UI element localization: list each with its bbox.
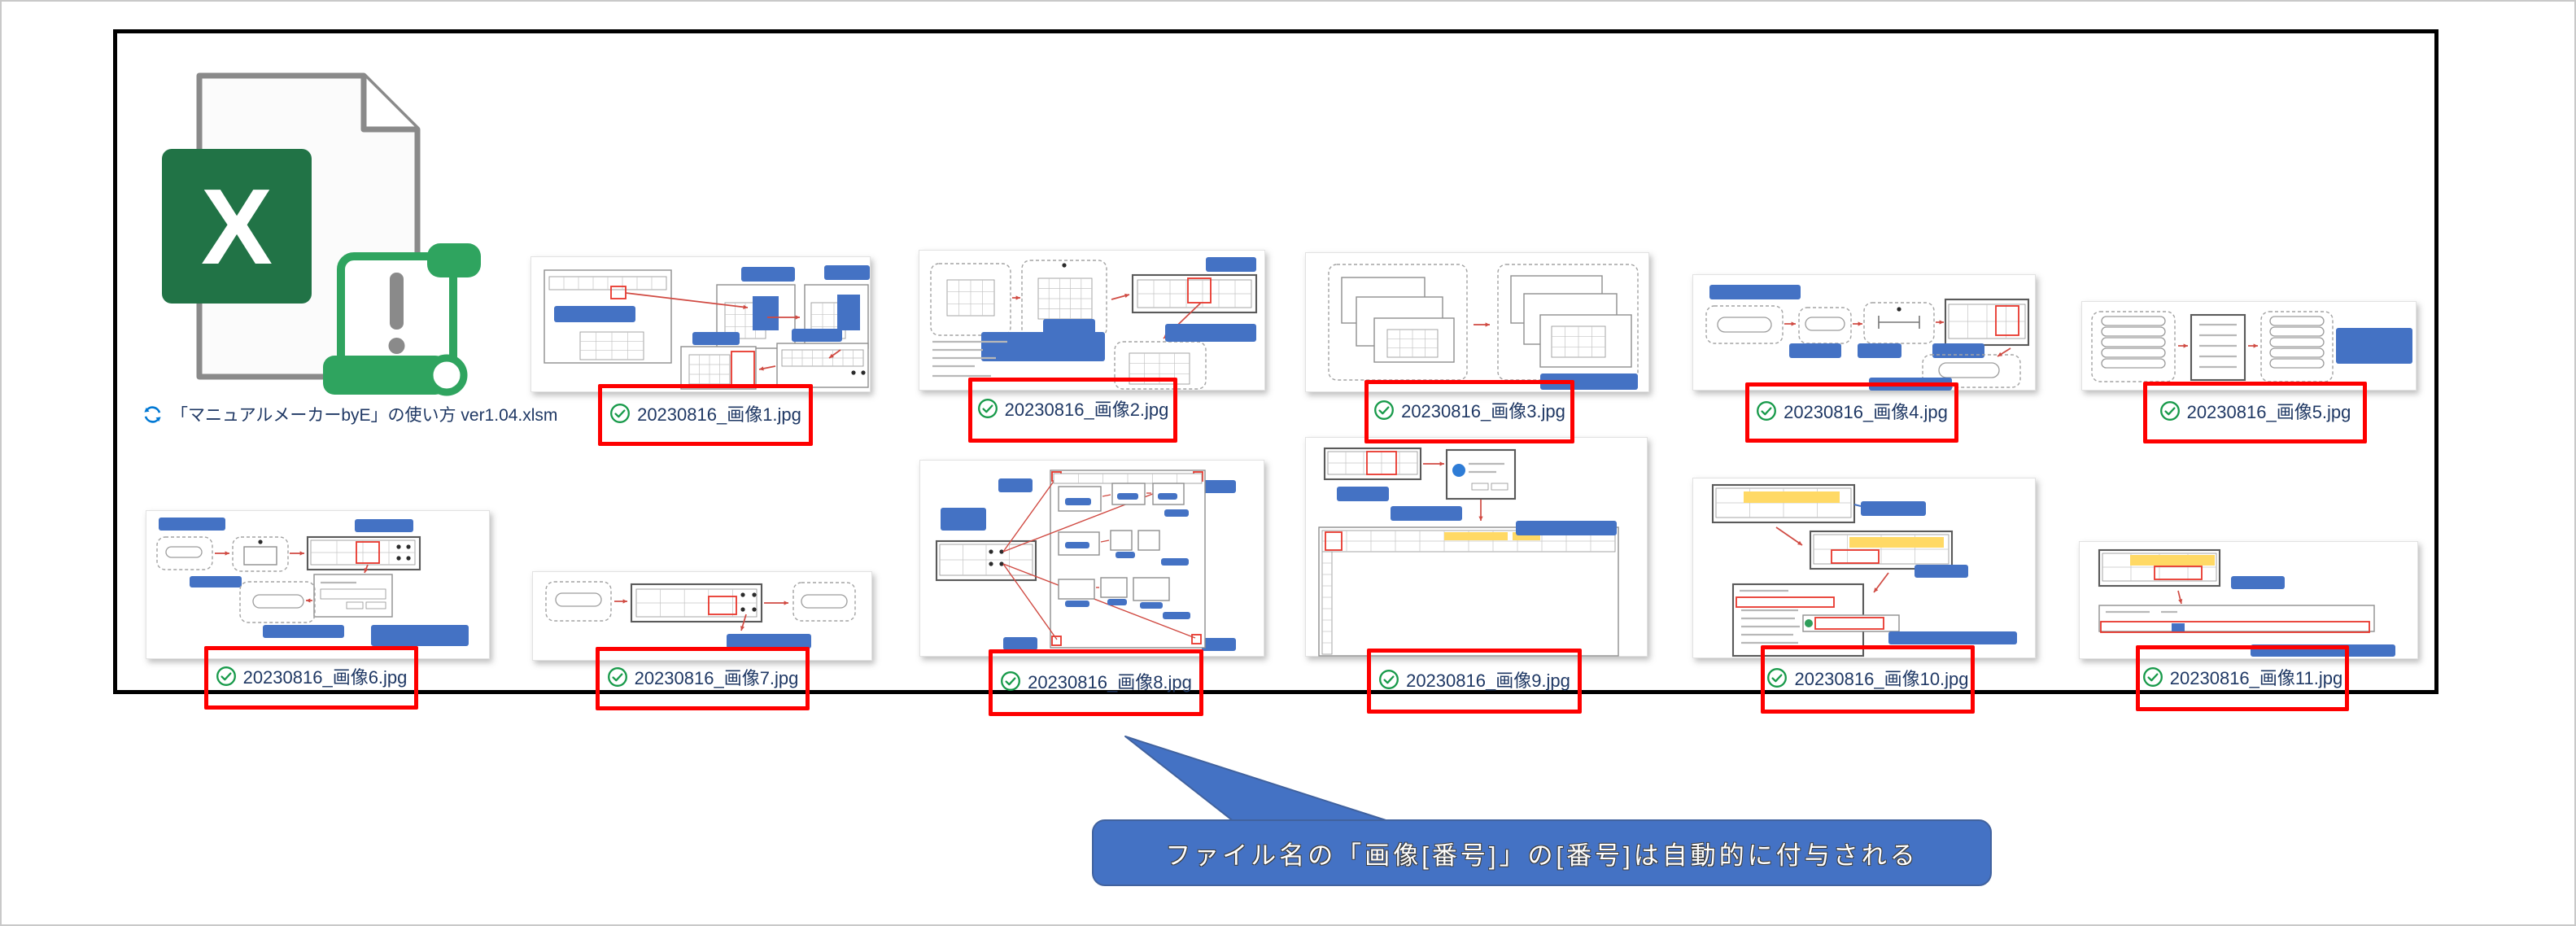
file-label[interactable]: 20230816_画像4.jpg: [1745, 398, 1958, 424]
selection-frame: [113, 29, 2438, 694]
file-thumbnail[interactable]: [1305, 252, 1649, 392]
file-label[interactable]: 20230816_画像3.jpg: [1364, 397, 1574, 423]
highlight-box: [989, 649, 1203, 716]
file-label[interactable]: 20230816_画像5.jpg: [2143, 398, 2367, 424]
file-label[interactable]: 20230816_画像7.jpg: [596, 664, 810, 690]
file-name: 20230816_画像6.jpg: [242, 667, 408, 688]
synced-check-icon: [977, 399, 998, 418]
file-name: 20230816_画像5.jpg: [2186, 402, 2351, 422]
macro-scroll-icon: [323, 243, 481, 396]
highlight-box: [1761, 645, 1975, 714]
file-thumbnail[interactable]: [1305, 437, 1648, 657]
file-name: 20230816_画像10.jpg: [1794, 669, 1969, 689]
file-label[interactable]: 20230816_画像1.jpg: [598, 400, 813, 426]
file-label[interactable]: 20230816_画像2.jpg: [968, 395, 1177, 422]
synced-check-icon: [1001, 671, 1021, 691]
synced-check-icon: [1757, 401, 1777, 421]
file-name: 20230816_画像8.jpg: [1028, 672, 1192, 692]
synced-check-icon: [1767, 668, 1788, 688]
callout-tail: [1124, 736, 1402, 826]
highlight-box: [2143, 382, 2367, 443]
sync-pending-icon: [144, 405, 161, 423]
highlight-box: [1367, 649, 1582, 714]
file-thumbnail[interactable]: [2079, 541, 2418, 659]
synced-check-icon: [2142, 666, 2163, 687]
synced-check-icon: [2159, 401, 2180, 421]
file-label[interactable]: 20230816_画像6.jpg: [204, 663, 418, 689]
highlight-box: [204, 646, 418, 710]
synced-check-icon: [1374, 400, 1395, 420]
file-name: 20230816_画像11.jpg: [2169, 667, 2343, 688]
highlight-box: [596, 647, 810, 710]
file-label[interactable]: 20230816_画像9.jpg: [1367, 666, 1582, 692]
synced-check-icon: [216, 666, 236, 686]
auto-number-callout: ファイル名の「画像[番号]」の[番号]は自動的に付与される: [1092, 819, 1992, 886]
file-label[interactable]: 20230816_画像11.jpg: [2136, 664, 2349, 690]
file-thumbnail[interactable]: [919, 250, 1265, 391]
highlight-box: [1745, 382, 1958, 443]
file-thumbnail[interactable]: [532, 571, 872, 661]
highlight-box: [2136, 645, 2349, 711]
synced-check-icon: [607, 667, 627, 687]
file-thumbnail[interactable]: [2081, 301, 2417, 391]
file-thumbnail[interactable]: [530, 256, 871, 392]
file-name: 20230816_画像3.jpg: [1401, 401, 1565, 422]
file-name: 20230816_画像4.jpg: [1784, 402, 1948, 422]
excel-file-item[interactable]: 「マニュアルメーカーbyE」の使い方 ver1.04.xlsm: [142, 402, 557, 426]
excel-green-square: [162, 149, 312, 304]
highlight-box: [598, 384, 813, 446]
file-thumbnail[interactable]: [146, 510, 490, 659]
highlight-box: [968, 378, 1177, 443]
callout-text: ファイル名の「画像[番号]」の[番号]は自動的に付与される: [1165, 841, 1919, 870]
file-thumbnail[interactable]: [1692, 478, 2036, 658]
file-name: 20230816_画像7.jpg: [634, 668, 799, 688]
file-thumbnail[interactable]: [919, 460, 1264, 657]
file-label[interactable]: 20230816_画像10.jpg: [1761, 665, 1975, 691]
file-label[interactable]: 20230816_画像8.jpg: [989, 668, 1203, 694]
excel-file-name: 「マニュアルメーカーbyE」の使い方 ver1.04.xlsm: [171, 406, 558, 425]
synced-check-icon: [1379, 670, 1399, 689]
file-name: 20230816_画像9.jpg: [1406, 670, 1570, 691]
excel-macro-file-icon[interactable]: X: [160, 71, 486, 406]
file-name: 20230816_画像2.jpg: [1004, 400, 1169, 420]
synced-check-icon: [610, 404, 631, 423]
highlight-box: [1364, 380, 1574, 443]
excel-x-letter: X: [201, 167, 273, 286]
file-name: 20230816_画像1.jpg: [637, 404, 801, 425]
